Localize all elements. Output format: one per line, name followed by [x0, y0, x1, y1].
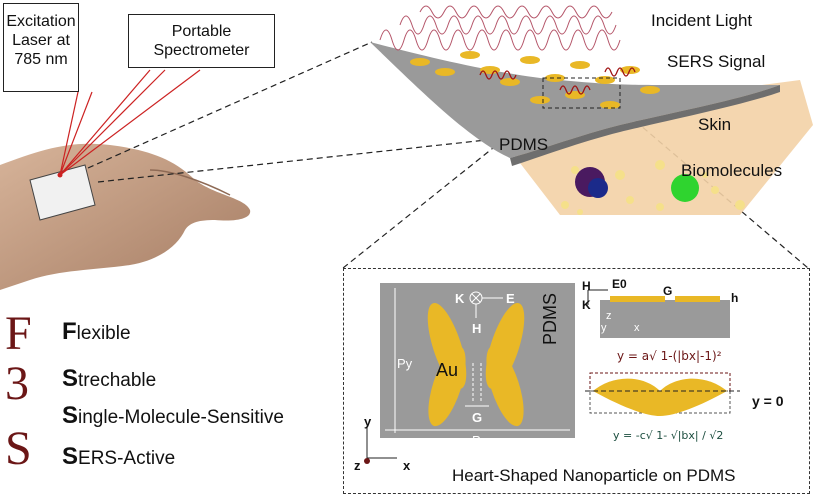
- f3s-item-flexible: Flexible: [62, 318, 131, 345]
- side-e0-label: E0: [612, 277, 627, 291]
- spectrometer-label-box: Portable Spectrometer: [128, 14, 275, 68]
- f3s-item-strechable: Strechable: [62, 365, 157, 392]
- laser-label: Excitation Laser at 785 nm: [6, 13, 76, 68]
- pdms-sheet-label: PDMS: [499, 135, 549, 154]
- f3s-big-s: S: [5, 422, 32, 475]
- unit-cell-diagram: [364, 283, 575, 464]
- axis-x-label: x: [403, 458, 411, 473]
- biomolecules-label: Biomolecules: [681, 161, 783, 180]
- pdms-inset-label: PDMS: [540, 292, 560, 345]
- f3s-item-single-molecule: Single-Molecule-Sensitive: [62, 402, 284, 429]
- side-k-label: K: [582, 298, 591, 312]
- inset-caption: Heart-Shaped Nanoparticle on PDMS: [452, 466, 736, 485]
- g-label: G: [472, 410, 483, 425]
- equation-zero: y = 0: [752, 393, 784, 409]
- sers-signal-label: SERS Signal: [667, 52, 766, 71]
- side-x-label: x: [634, 322, 640, 334]
- inset-panel: [343, 268, 810, 494]
- pdms-sheet: [370, 42, 780, 158]
- k-label: K: [455, 291, 465, 306]
- sers-signal-waves: [479, 70, 517, 80]
- h-label: H: [472, 321, 482, 336]
- axis-y-label: y: [364, 414, 372, 429]
- hand-illustration: [0, 143, 251, 290]
- side-g-label: G: [663, 284, 673, 298]
- axis-z-label: z: [354, 458, 361, 473]
- sers-sheet-diagram: [370, 5, 813, 215]
- skin-label: Skin: [698, 115, 732, 134]
- py-label: Py: [397, 356, 413, 371]
- laser-beams: [57, 69, 201, 178]
- side-h-thickness-label: h: [731, 291, 739, 305]
- px-label: Px: [472, 433, 488, 448]
- e-label: E: [506, 291, 515, 306]
- side-view-diagram: [587, 289, 730, 338]
- unit-cell-square: [380, 283, 575, 438]
- heart-profile-diagram: [585, 372, 740, 416]
- equation-top: y = a√ 1-(|bx|-1)²: [617, 349, 722, 363]
- f3s-big-f: F: [5, 307, 32, 360]
- biomolecules-spheres: [561, 160, 745, 215]
- side-y-label: y: [601, 322, 607, 334]
- incident-light-label: Incident Light: [651, 11, 753, 30]
- spectrometer-label: Portable Spectrometer: [153, 23, 250, 59]
- f3s-item-sers-active: SERS-Active: [62, 443, 176, 470]
- f3s-big-3: 3: [5, 357, 29, 410]
- laser-label-box: Excitation Laser at 785 nm: [3, 3, 79, 92]
- side-h-label: H: [582, 279, 591, 293]
- equation-bottom: y = -c√ 1- √|bx| / √2: [613, 429, 724, 442]
- au-label: Au: [436, 360, 459, 380]
- side-z-label: z: [606, 310, 612, 322]
- incident-light-waves: [379, 29, 621, 51]
